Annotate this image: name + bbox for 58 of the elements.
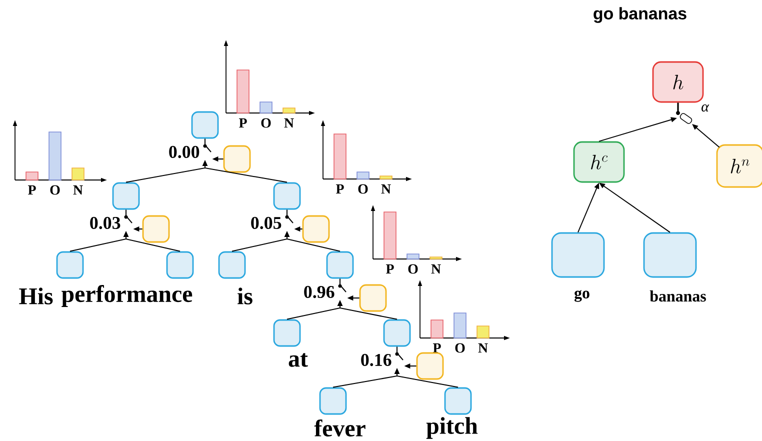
gate-box bbox=[142, 215, 170, 243]
axis-label: P bbox=[336, 184, 344, 194]
axis-label: O bbox=[358, 184, 368, 194]
tree-node-box bbox=[273, 182, 301, 210]
tree-node-box bbox=[444, 387, 472, 415]
axis-label: O bbox=[455, 343, 465, 353]
axis-label: P bbox=[238, 118, 247, 128]
word-box bbox=[643, 232, 697, 278]
title: go bananas bbox=[594, 7, 686, 23]
gate-box: $h^n$ bbox=[716, 144, 762, 188]
tree-node-box bbox=[191, 111, 219, 139]
probability-label: 0.05 bbox=[251, 216, 282, 230]
word-label: fever bbox=[314, 419, 366, 437]
word-box bbox=[551, 232, 605, 278]
axis-label: O bbox=[261, 118, 271, 128]
switch-symbol bbox=[338, 284, 346, 292]
axis-label: N bbox=[381, 184, 391, 194]
tree-node-box bbox=[383, 319, 411, 347]
switch-symbol bbox=[395, 352, 404, 360]
word-label: His bbox=[19, 288, 53, 304]
word-label: at bbox=[288, 353, 308, 367]
tree-node-box bbox=[273, 319, 301, 347]
axis-label: N bbox=[478, 343, 488, 353]
axis-label: N bbox=[73, 185, 83, 195]
output-box: $h$ bbox=[652, 61, 704, 103]
axis-label: N bbox=[284, 118, 294, 128]
probability-label: 0.16 bbox=[361, 354, 392, 366]
tree-node-box bbox=[319, 387, 347, 415]
word-label: pitch bbox=[426, 417, 478, 439]
tree-node-box bbox=[112, 182, 140, 210]
word-label: is bbox=[238, 288, 252, 304]
tree-node-box bbox=[326, 251, 354, 279]
tree-node-box bbox=[166, 251, 194, 279]
word-label: performance bbox=[62, 285, 192, 307]
axis-label: P bbox=[28, 185, 36, 195]
switch-symbol bbox=[124, 215, 132, 224]
switch-symbol bbox=[285, 215, 294, 224]
word-label: bananas bbox=[650, 290, 706, 302]
gate-box bbox=[416, 352, 444, 380]
gate-box bbox=[359, 284, 387, 312]
axis-label: N bbox=[431, 264, 441, 274]
axis-label: P bbox=[386, 264, 394, 274]
switch-symbol bbox=[203, 144, 212, 152]
axis-label: O bbox=[50, 185, 60, 195]
axis-label: O bbox=[408, 264, 418, 274]
probability-label: 0.03 bbox=[90, 216, 120, 230]
composition-box: $h^c$ bbox=[573, 141, 625, 183]
tree-node-box bbox=[218, 251, 246, 279]
word-label: go bbox=[574, 290, 590, 302]
tree-node-box bbox=[56, 251, 84, 279]
gate-box bbox=[223, 145, 251, 173]
probability-label: 0.00 bbox=[169, 146, 200, 158]
arrow bbox=[692, 124, 720, 148]
gate-box bbox=[302, 215, 330, 243]
axis-label: P bbox=[432, 343, 441, 353]
edge-label: α bbox=[702, 104, 710, 112]
switch-symbol bbox=[676, 111, 692, 124]
probability-label: 0.96 bbox=[304, 286, 334, 298]
